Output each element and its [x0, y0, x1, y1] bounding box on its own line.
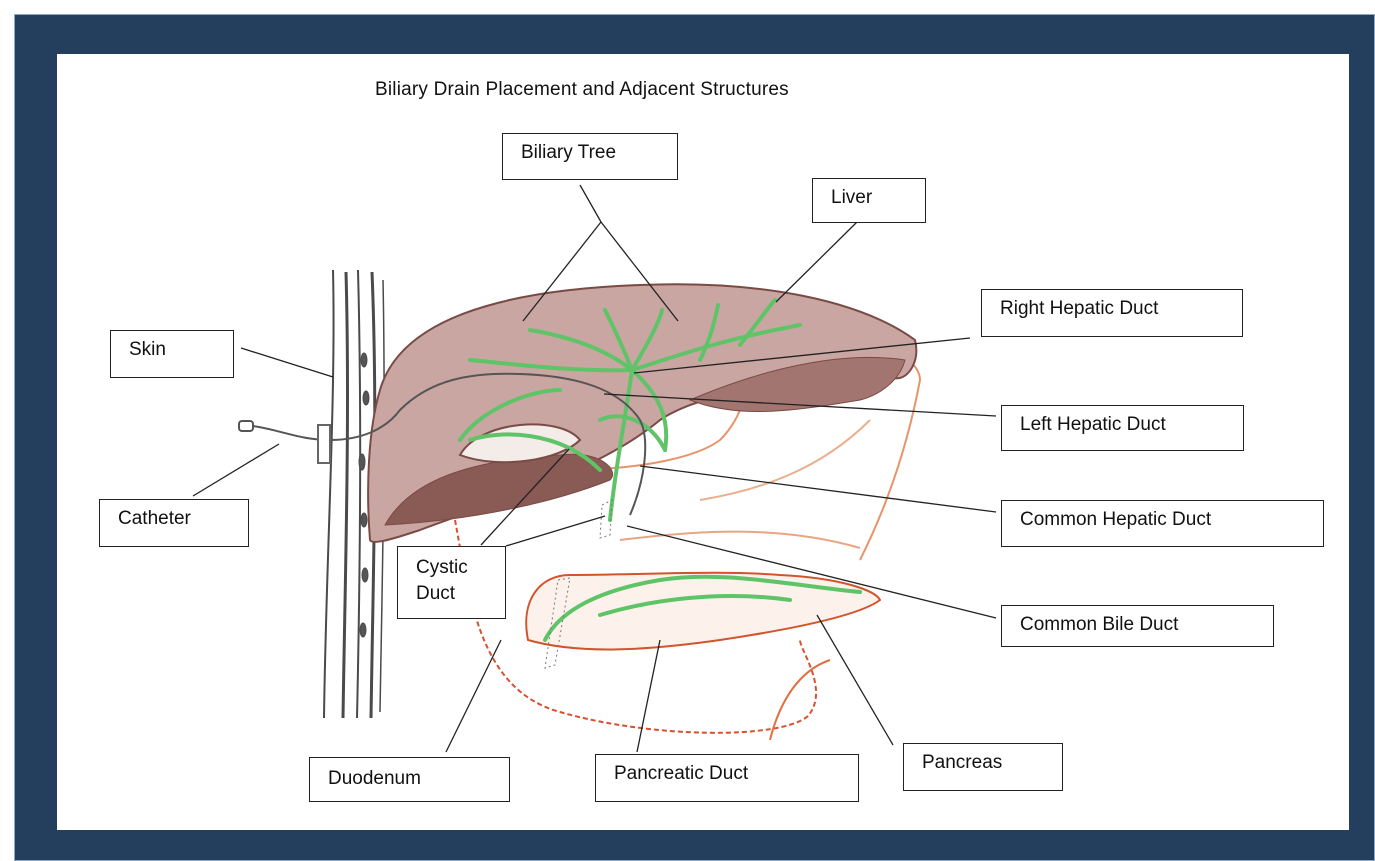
- label-pancreatic-duct: Pancreatic Duct: [595, 754, 859, 802]
- label-duodenum: Duodenum: [309, 757, 510, 802]
- label-left-hepatic-duct: Left Hepatic Duct: [1001, 405, 1244, 451]
- leader-pancreatic-duct: [637, 640, 660, 752]
- liver-shape: [368, 284, 916, 542]
- leader-liver: [776, 222, 857, 302]
- label-biliary-tree: Biliary Tree: [502, 133, 678, 180]
- pancreas-shape: [526, 573, 880, 650]
- label-right-hepatic-duct: Right Hepatic Duct: [981, 289, 1243, 337]
- leader-cystic-duct-2: [506, 516, 605, 546]
- label-cystic-duct: Cystic Duct: [397, 546, 506, 619]
- leader-catheter: [193, 444, 279, 496]
- leader-duodenum: [446, 640, 501, 752]
- label-cystic-duct-line1: Cystic: [416, 555, 505, 581]
- label-liver: Liver: [812, 178, 926, 223]
- leader-pancreas: [817, 615, 893, 745]
- label-catheter: Catheter: [99, 499, 249, 547]
- diagram-title: Biliary Drain Placement and Adjacent Str…: [375, 79, 789, 101]
- label-skin: Skin: [110, 330, 234, 378]
- label-common-hepatic-duct: Common Hepatic Duct: [1001, 500, 1324, 547]
- label-pancreas: Pancreas: [903, 743, 1063, 791]
- leader-skin: [241, 348, 333, 377]
- label-common-bile-duct: Common Bile Duct: [1001, 605, 1274, 647]
- leader-common-hepatic-duct: [640, 466, 996, 512]
- label-cystic-duct-line2: Duct: [416, 581, 505, 607]
